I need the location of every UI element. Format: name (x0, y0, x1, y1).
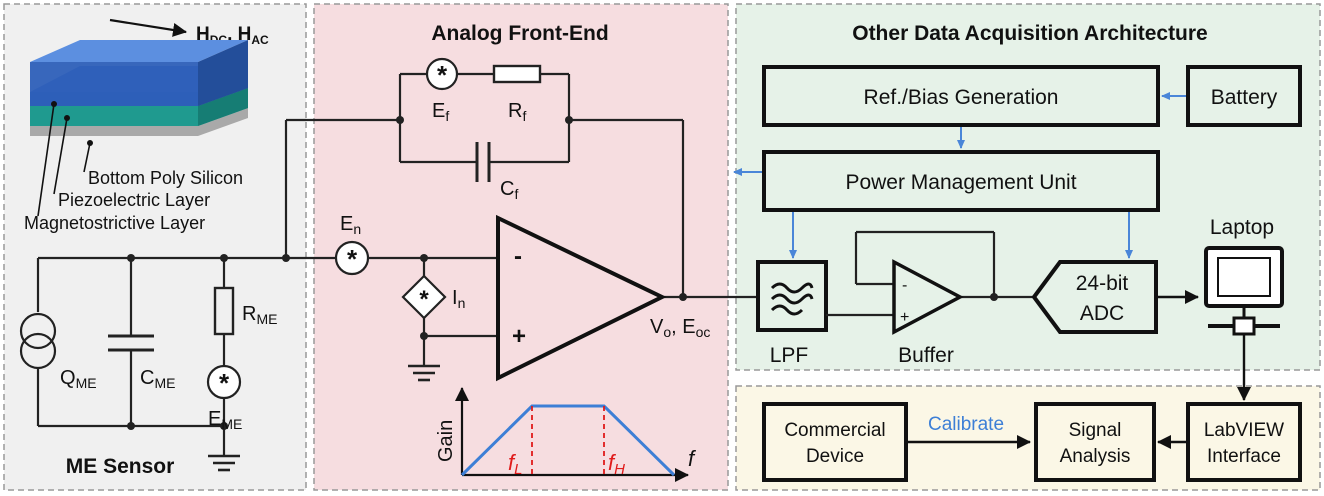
ground-icon (208, 454, 240, 472)
noise-source-icon: * (206, 364, 242, 400)
field-label: HDC, HAC (196, 24, 269, 47)
svg-text:*: * (437, 60, 448, 90)
current-source-icon (19, 312, 57, 370)
afe-title: Analog Front-End (431, 22, 608, 45)
buffer-plus: + (900, 309, 909, 326)
cf-label: Cf (500, 178, 518, 202)
layer-label-silicon: Bottom Poly Silicon (88, 168, 243, 188)
in-current-source-icon: * (401, 274, 447, 320)
sensor-circuit (36, 254, 338, 456)
op-amp-icon (496, 214, 667, 382)
adc-label-line2: ADC (1080, 302, 1124, 325)
field-arrow (109, 18, 187, 37)
svg-text:*: * (219, 368, 230, 398)
adc-label-line1: 24-bit (1076, 272, 1129, 295)
gain-plot (455, 387, 689, 482)
pmu-label: Power Management Unit (845, 171, 1076, 194)
afe-ground-icon (408, 364, 440, 382)
calibrate-label: Calibrate (928, 414, 1004, 435)
gain-axis-label: Gain (435, 420, 457, 462)
capacitor-icon (108, 334, 154, 352)
layer-label-piezo: Piezoelectric Layer (58, 190, 210, 210)
battery-label: Battery (1211, 86, 1278, 109)
ef-noise-source-icon: * (425, 57, 459, 91)
labview-line2: Interface (1207, 446, 1281, 467)
fl-label: fL (508, 450, 522, 478)
labview-line1: LabVIEW (1204, 420, 1284, 441)
laptop-icon (1204, 246, 1284, 336)
commercial-line2: Device (806, 446, 864, 467)
rf-label: Rf (508, 100, 526, 124)
afe-wiring (284, 72, 756, 366)
c-me-label: CME (140, 367, 175, 391)
commercial-line1: Commercial (784, 420, 885, 441)
e-me-label: EME (208, 408, 242, 432)
vo-eoc-label: Vo, Eoc (650, 316, 710, 340)
r-me-label: RME (242, 303, 277, 327)
svg-text:*: * (347, 244, 358, 274)
daq-title: Other Data Acquisition Architecture (852, 22, 1208, 45)
buffer-minus: - (902, 277, 907, 294)
layer-label-magneto: Magnetostrictive Layer (24, 213, 205, 233)
fh-label: fH (608, 450, 625, 478)
ref-bias-label: Ref./Bias Generation (864, 86, 1059, 109)
cf-capacitor-icon (475, 142, 491, 182)
lpf-filter-icon (770, 282, 814, 316)
f-axis-label: f (688, 446, 697, 471)
lpf-label: LPF (770, 344, 809, 367)
op-amp-plus: + (512, 323, 526, 350)
svg-text:*: * (419, 286, 429, 313)
q-me-label: QME (60, 367, 97, 391)
layer-stack-illustration (30, 40, 248, 136)
en-label: En (340, 213, 361, 237)
buffer-label: Buffer (898, 344, 954, 367)
sensor-title: ME Sensor (66, 455, 175, 478)
labview-block (1186, 402, 1302, 482)
en-noise-source-icon: * (334, 240, 370, 276)
ref-bias-block (762, 65, 1160, 127)
op-amp-minus: - (514, 243, 522, 270)
laptop-label: Laptop (1210, 216, 1274, 239)
buffer-op-amp-icon (892, 259, 964, 335)
signal-line1: Signal (1069, 420, 1122, 441)
battery-block (1186, 65, 1302, 127)
resistor-icon (213, 286, 235, 336)
in-label: In (452, 287, 465, 311)
pmu-block (762, 150, 1160, 212)
ef-label: Ef (432, 100, 449, 124)
lpf-block (756, 260, 828, 332)
signal-line2: Analysis (1060, 446, 1131, 467)
signal-analysis-block (1034, 402, 1156, 482)
rf-resistor-icon (492, 64, 542, 84)
